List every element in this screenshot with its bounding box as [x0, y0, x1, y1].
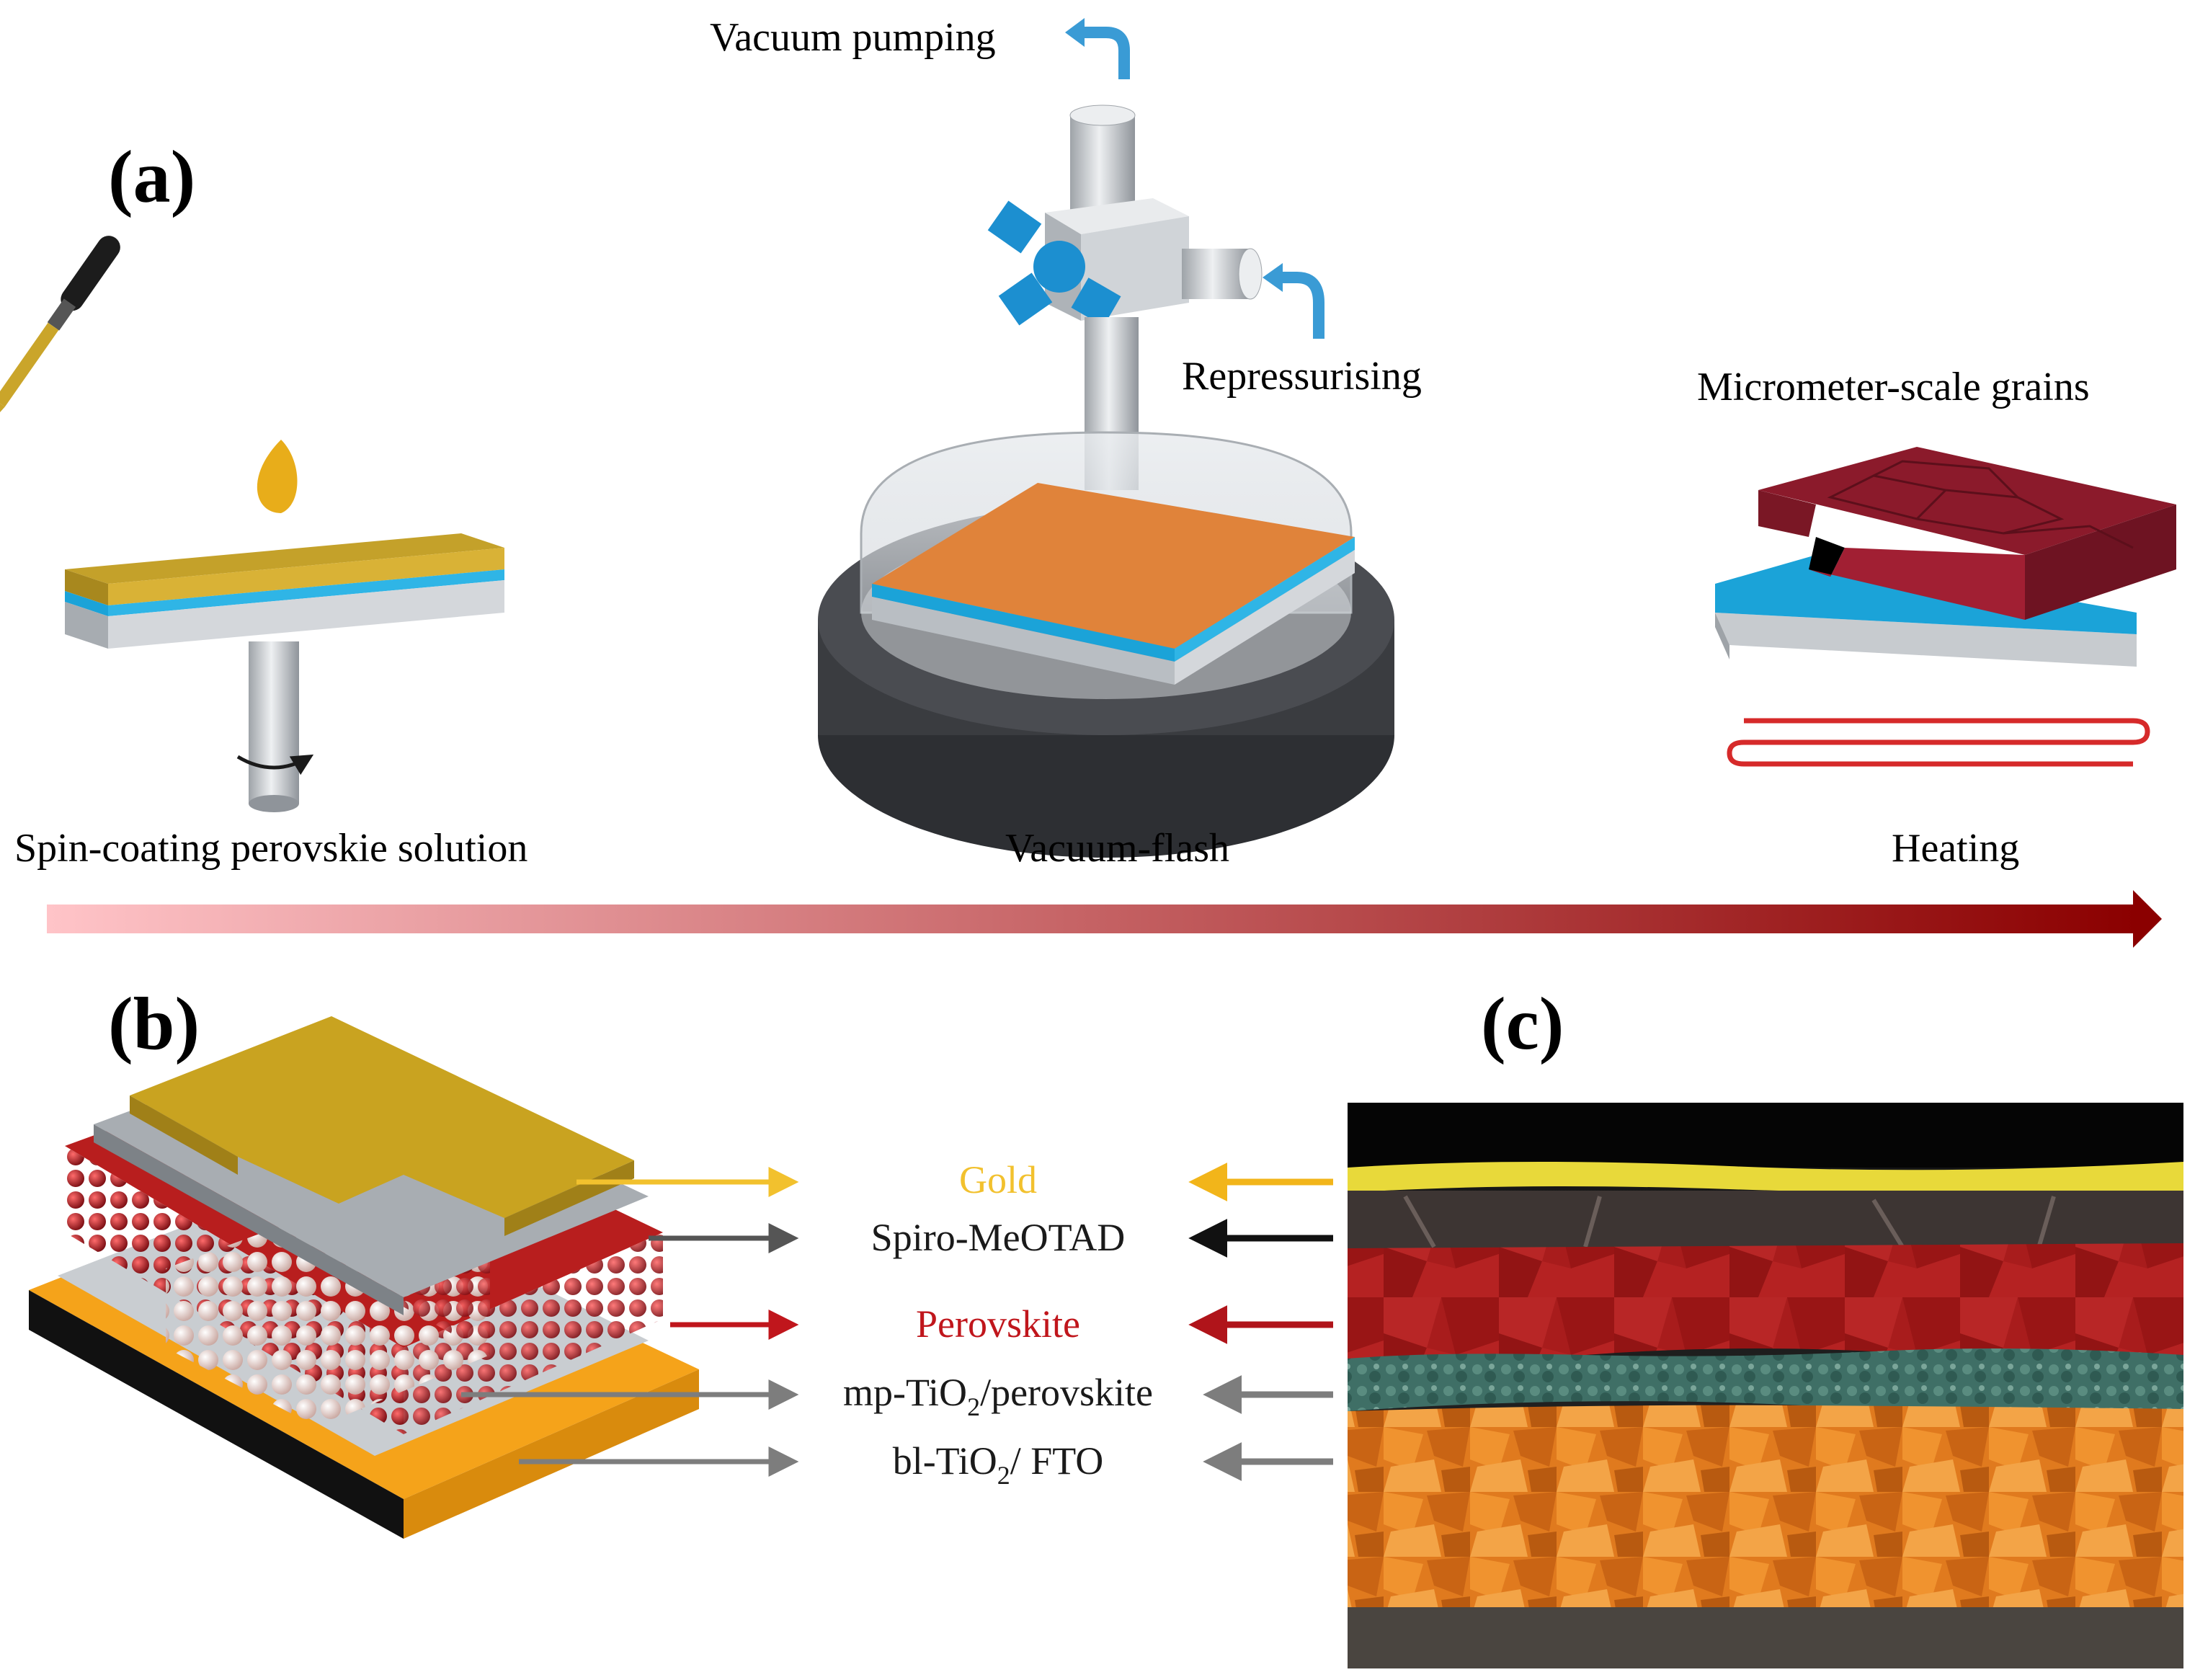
layer-label-bl-tio2-main: bl-TiO: [893, 1439, 997, 1483]
label-micrometer-grains: Micrometer-scale grains: [1697, 365, 2090, 409]
vacuum-outflow-arrow-icon: [1085, 27, 1130, 79]
repressurise-inflow-arrow-icon: [1283, 272, 1324, 339]
device-stack-illustration: [29, 1016, 699, 1539]
label-vacuum-pumping: Vacuum pumping: [710, 15, 996, 60]
label-repressurising: Repressurising: [1182, 354, 1422, 399]
spin-coater-illustration: [0, 236, 504, 812]
panel-label-c: (c): [1481, 982, 1564, 1065]
layer-label-mp-tio2-main: mp-TiO: [843, 1371, 967, 1414]
panel-label-b: (b): [108, 982, 200, 1065]
layer-label-gold: Gold: [959, 1158, 1037, 1201]
valve-handle-icon: [987, 200, 1121, 326]
layer-label-bl-tio2-tail: / FTO: [1010, 1439, 1104, 1483]
step-caption-heating: Heating: [1892, 826, 2019, 871]
pipette-icon: [0, 236, 120, 445]
layer-label-bl-tio2: bl-TiO2/ FTO: [893, 1439, 1104, 1490]
panel-label-a: (a): [108, 135, 195, 218]
layer-label-perovskite: Perovskite: [916, 1302, 1080, 1346]
step-caption-spin-coating: Spin-coating perovskie solution: [14, 826, 527, 871]
layer-legend: Gold Spiro-MeOTAD Perovskite mp-TiO2/per…: [461, 1158, 1333, 1490]
layer-label-mp-tio2: mp-TiO2/perovskite: [843, 1371, 1153, 1421]
layer-label-mp-tio2-sub: 2: [967, 1392, 980, 1421]
process-direction-arrow: [47, 890, 2162, 948]
heater-coil-icon: [1727, 718, 2150, 767]
heated-film-illustration: [1715, 447, 2176, 767]
sem-cross-section-image: [1348, 1103, 2183, 1668]
layer-label-spiro: Spiro-MeOTAD: [871, 1216, 1126, 1259]
step-caption-vacuum-flash: Vacuum-flash: [1005, 826, 1229, 871]
layer-label-mp-tio2-tail: /perovskite: [980, 1371, 1153, 1414]
layer-label-bl-tio2-sub: 2: [997, 1461, 1010, 1490]
vacuum-chamber-illustration: [818, 18, 1394, 858]
droplet-icon: [257, 440, 298, 513]
